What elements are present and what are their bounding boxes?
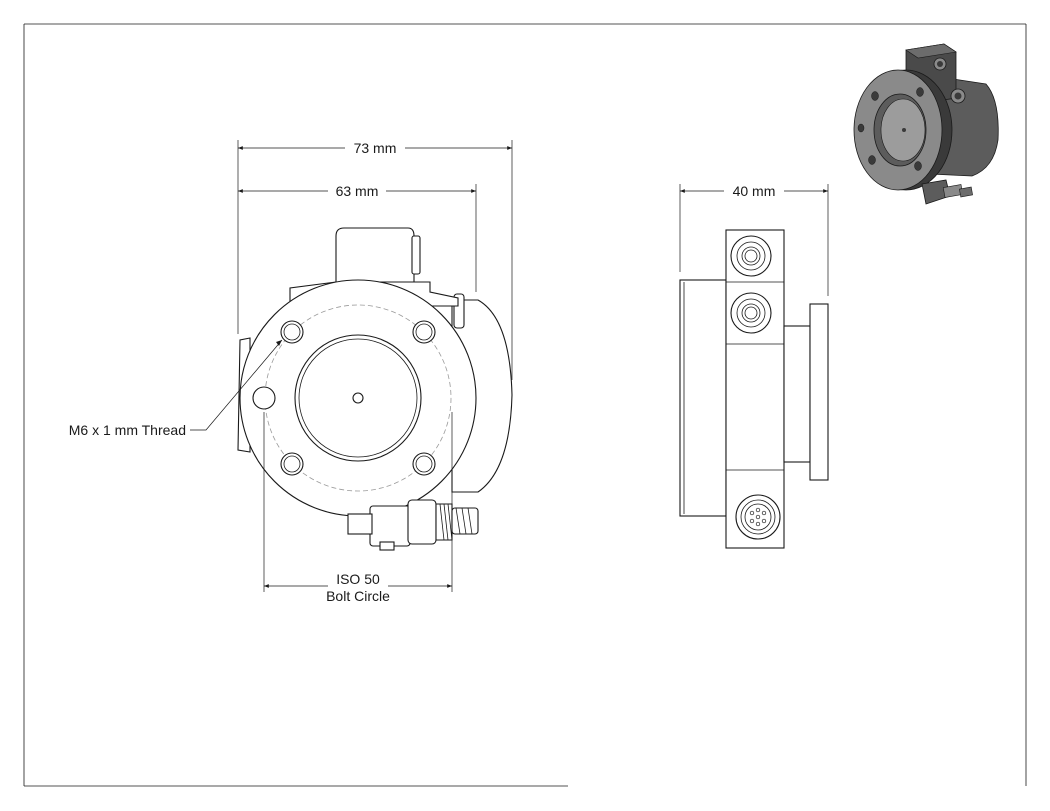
isometric-render [853,43,999,205]
side-port-lower [730,292,772,334]
front-top-block [335,227,415,291]
center-bore-inner [298,338,418,458]
front-bottom-fitting [347,499,479,551]
dim-flange-width-label: 63 mm [336,183,379,199]
dowel-hole [252,386,276,410]
dim-depth-label: 40 mm [733,183,776,199]
side-dimensions [679,184,829,296]
front-top-tab [411,235,421,275]
thread-callout-label: M6 x 1 mm Thread [69,422,186,438]
thread-leader-line [190,339,283,431]
side-rear-flange [809,303,829,481]
side-port-upper [730,235,772,277]
dim-bolt-circle-label-line1: ISO 50 [336,571,380,587]
front-view [190,227,513,551]
drawing-frame [23,23,1027,787]
front-dimensions [237,140,513,592]
dim-bolt-circle-label-line2: Bolt Circle [326,588,390,604]
dimension-labels: 73 mm 63 mm 40 mm ISO 50 Bolt Circle M6 … [69,140,776,604]
side-rear-step [783,325,811,463]
side-electrical-connector [735,494,781,540]
side-flange [679,279,727,517]
bolt-holes [280,320,436,476]
side-view [679,229,829,549]
center-hole [352,392,364,404]
dim-overall-width-label: 73 mm [354,140,397,156]
